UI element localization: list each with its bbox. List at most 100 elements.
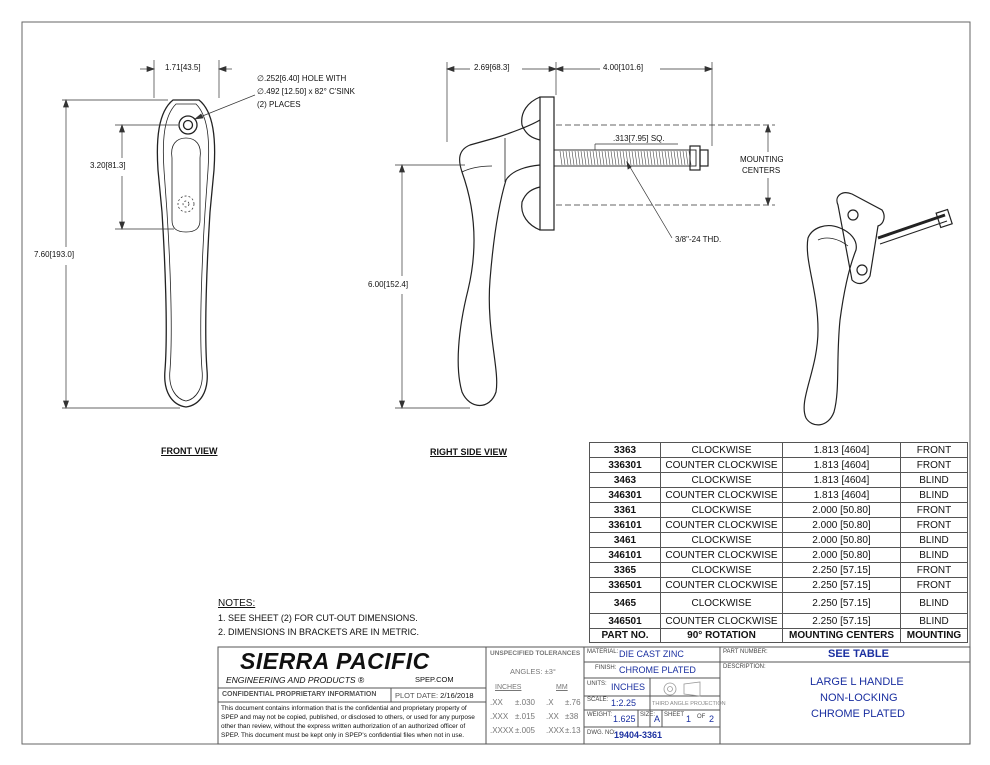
mounting-centers-cell: 2.000 [50.80] [782, 547, 901, 563]
drawing-number: 19404-3361 [614, 730, 663, 740]
side-view-label: RIGHT SIDE VIEW [430, 447, 508, 457]
notes-title: NOTES: [218, 598, 256, 609]
drawing-number-label: DWG. NO: [587, 730, 616, 736]
rotation-cell: COUNTER CLOCKWISE [660, 517, 783, 533]
hole-note-line3: (2) PLACES [257, 100, 301, 109]
scale-label: SCALE: [587, 697, 609, 703]
mounting-cell: BLIND [900, 472, 968, 488]
hole-note-line1: ∅.252[6.40] HOLE WITH [257, 74, 347, 83]
rotation-cell: CLOCKWISE [660, 562, 783, 578]
description-line: LARGE L HANDLE [810, 676, 904, 688]
mounting-cell: BLIND [900, 547, 968, 563]
tolerance-value: .XXX [546, 726, 565, 735]
mounting-cell: FRONT [900, 577, 968, 593]
mounting-centers-line2: CENTERS [742, 166, 781, 175]
rotation-cell: COUNTER CLOCKWISE [660, 577, 783, 593]
part-no-cell: 3363 [589, 442, 661, 458]
company-subtitle: ENGINEERING AND PRODUCTS ® [226, 675, 365, 685]
rotation-cell: COUNTER CLOCKWISE [660, 613, 783, 629]
mounting-cell: FRONT [900, 502, 968, 518]
mounting-centers-cell: 2.250 [57.15] [782, 613, 901, 629]
rotation-cell: CLOCKWISE [660, 592, 783, 614]
company-name: SIERRA PACIFIC [240, 648, 430, 674]
mounting-centers-line1: MOUNTING [740, 155, 784, 164]
front-view-drawing [156, 99, 216, 408]
mounting-cell: FRONT [900, 562, 968, 578]
material-label: MATERIAL: [587, 649, 619, 655]
tolerance-mm-header: MM [556, 684, 568, 691]
rotation-cell: COUNTER CLOCKWISE [660, 487, 783, 503]
finish-label: FINISH: [595, 665, 617, 671]
table-header-cell: PART NO. [589, 628, 661, 643]
mounting-centers-cell: 2.000 [50.80] [782, 532, 901, 548]
mounting-centers-cell: 1.813 [4604] [782, 472, 901, 488]
description-label: DESCRIPTION: [723, 664, 766, 670]
sheet-value: 1 [686, 714, 692, 724]
part-number-value: SEE TABLE [828, 648, 889, 660]
front-view-label: FRONT VIEW [161, 446, 218, 456]
tolerance-value: ±.76 [565, 698, 581, 707]
mounting-cell: FRONT [900, 517, 968, 533]
part-no-cell: 346501 [589, 613, 661, 629]
tolerance-value: .XX [490, 698, 503, 707]
mounting-cell: FRONT [900, 457, 968, 473]
projection-label: THIRD ANGLE PROJECTION [652, 701, 726, 707]
part-no-cell: 346101 [589, 547, 661, 563]
side-dim-square: .313[7.95] SQ. [613, 134, 665, 143]
finish-value: CHROME PLATED [619, 665, 696, 675]
mounting-centers-cell: 2.250 [57.15] [782, 577, 901, 593]
weight-value: 1.625 [613, 714, 636, 724]
tolerance-value: .XX [546, 712, 559, 721]
rotation-cell: CLOCKWISE [660, 532, 783, 548]
disclaimer-line: other than review, without the express w… [221, 723, 466, 730]
hole-note-line2: ∅.492 [12.50] x 82° C'SINK [257, 87, 355, 96]
tolerance-inches-header: INCHES [495, 684, 522, 691]
title-block-frame [217, 646, 971, 745]
tolerance-value: ±.015 [515, 712, 535, 721]
part-no-cell: 336301 [589, 457, 661, 473]
mounting-cell: BLIND [900, 532, 968, 548]
tolerance-value: ±.005 [515, 726, 535, 735]
sheet-label: SHEET [664, 712, 685, 718]
table-header-cell: MOUNTING CENTERS [782, 628, 901, 643]
size-label: SIZE: [640, 712, 656, 718]
mounting-centers-cell: 1.813 [4604] [782, 442, 901, 458]
side-dim-depth: 2.69[68.3] [474, 63, 510, 72]
rotation-cell: CLOCKWISE [660, 442, 783, 458]
part-no-cell: 3361 [589, 502, 661, 518]
disclaimer-line: SPEP and may not be copied, published, o… [221, 714, 475, 721]
disclaimer-line: SPEP. This document must be kept only in… [221, 732, 465, 739]
mounting-centers-cell: 2.250 [57.15] [782, 592, 901, 614]
tolerance-value: .XXX [490, 712, 509, 721]
front-dim-top: 1.71[43.5] [165, 63, 201, 72]
note-item: 2. DIMENSIONS IN BRACKETS ARE IN METRIC. [218, 627, 420, 637]
description-line: NON-LOCKING [820, 692, 898, 704]
side-dim-handle: 6.00[152.4] [368, 280, 409, 289]
tolerance-angles: ANGLES: ±3° [510, 667, 556, 676]
rotation-cell: COUNTER CLOCKWISE [660, 547, 783, 563]
part-no-cell: 3365 [589, 562, 661, 578]
company-website: SPEP.COM [415, 675, 454, 684]
side-view-thread: (function(){ var g = document.currentScr… [559, 150, 692, 166]
units-value: INCHES [611, 682, 646, 692]
units-label: UNITS: [587, 681, 607, 687]
side-view-drawing [457, 96, 709, 407]
mounting-cell: BLIND [900, 613, 968, 629]
confidential-label: CONFIDENTIAL PROPRIETARY INFORMATION [222, 691, 377, 698]
part-no-cell: 346301 [589, 487, 661, 503]
mounting-cell: BLIND [900, 592, 968, 614]
mounting-centers-cell: 2.250 [57.15] [782, 562, 901, 578]
front-dim-hole-center: 3.20[81.3] [90, 161, 126, 170]
sheet-total: 2 [709, 714, 715, 724]
projection-symbol [663, 681, 701, 697]
thread-note: 3/8"-24 THD. [675, 235, 722, 244]
mounting-centers-cell: 1.813 [4604] [782, 457, 901, 473]
